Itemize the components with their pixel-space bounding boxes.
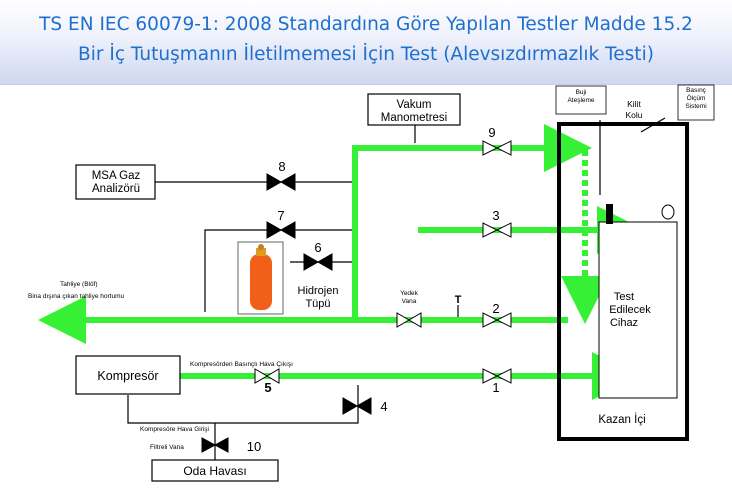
yedek-label-2: Vana — [402, 298, 417, 305]
valve-9-number: 9 — [488, 125, 495, 140]
basinc-olcum-box — [677, 84, 715, 121]
tahliye-label: Tahliye (Blöf) — [60, 281, 98, 288]
kompresor-box — [75, 355, 181, 395]
bina-disina-label: Bina dışına çıkan tahliye hortumu — [28, 293, 124, 300]
pipe-valve6 — [290, 145, 356, 263]
valve-6-number: 6 — [314, 240, 321, 255]
valve-5[interactable] — [254, 368, 280, 384]
buji-plug — [606, 204, 613, 224]
slide-title-line-1: TS EN IEC 60079-1: 2008 Standardına Göre… — [39, 14, 693, 35]
valve-10-number: 10 — [247, 439, 261, 454]
valve-6[interactable] — [303, 253, 333, 271]
oda-havasi-box — [151, 459, 279, 482]
vakum-manometresi-box — [367, 93, 461, 126]
valve-2-number: 2 — [492, 301, 499, 316]
buji-label-2: Ateşleme — [567, 97, 594, 104]
msa-gaz-analizoru-box — [75, 164, 156, 200]
valve-7-number: 7 — [277, 208, 284, 223]
vakum-label-1: Vakum — [397, 99, 432, 111]
hydrogen-cylinder — [237, 241, 284, 315]
valve-7[interactable] — [266, 221, 296, 239]
valve-5-number: 5 — [264, 380, 271, 395]
vakum-label-2: Manometresi — [381, 112, 447, 124]
hidrojen-label-1: Hidrojen — [298, 285, 339, 297]
pipe-valve7-loop — [204, 229, 355, 312]
valve-4-number: 4 — [380, 399, 387, 414]
pipe-compressor-return — [127, 385, 359, 424]
test-device-box — [598, 221, 678, 399]
test-label-1: Test — [614, 291, 634, 303]
kilit-label-1: Kilit — [627, 99, 641, 109]
black-piping — [127, 117, 666, 460]
valve-3-number: 3 — [492, 208, 499, 223]
kazan-chamber — [557, 122, 689, 441]
buji-label-1: Buji — [576, 89, 587, 96]
test-label-2: Edilecek — [609, 304, 651, 316]
kompresor-label: Kompresör — [97, 369, 158, 383]
valve-10[interactable] — [201, 437, 229, 453]
basinc-label-2: Ölçüm — [687, 94, 706, 102]
msa-label-2: Analizörü — [92, 183, 140, 195]
t-fitting — [450, 305, 466, 319]
valve-yedek[interactable] — [396, 312, 422, 328]
test-label-3: Cihaz — [610, 317, 638, 329]
valve-1[interactable] — [482, 368, 512, 384]
kompresor-basincli-label: Kompresörden Basınçlı Hava Çıkışı — [190, 361, 293, 368]
basinc-sensor — [661, 204, 675, 220]
kazan-ici-label: Kazan İçi — [598, 413, 645, 426]
valve-9[interactable] — [482, 140, 512, 156]
buji-atesleme-box — [555, 85, 607, 115]
title-band: TS EN IEC 60079-1: 2008 Standardına Göre… — [0, 0, 732, 85]
kompresor-giris-label: Kompresöre Hava Girişi — [140, 426, 209, 433]
valve-8-number: 8 — [278, 159, 285, 174]
valve-8[interactable] — [266, 173, 296, 191]
valve-1-number: 1 — [492, 380, 499, 395]
t-label: T — [455, 294, 462, 306]
basinc-label-3: Sistemi — [685, 103, 706, 110]
kilit-label-2: Kolu — [625, 110, 642, 120]
valve-2[interactable] — [482, 312, 512, 328]
basinc-label-1: Basınç — [686, 87, 707, 94]
hidrojen-label-2: Tüpü — [305, 298, 330, 310]
valve-4[interactable] — [342, 397, 372, 415]
filtreli-vana-label: Filtreli Vana — [150, 444, 184, 451]
msa-label-1: MSA Gaz — [92, 170, 141, 182]
yedek-label-1: Yedek — [400, 290, 419, 297]
valve-3[interactable] — [482, 222, 512, 238]
oda-havasi-label: Oda Havası — [183, 464, 246, 478]
green-vacuum-line — [352, 124, 592, 320]
slide-title-line-2: Bir İç Tutuşmanın İletilmemesi İçin Test… — [78, 44, 654, 65]
